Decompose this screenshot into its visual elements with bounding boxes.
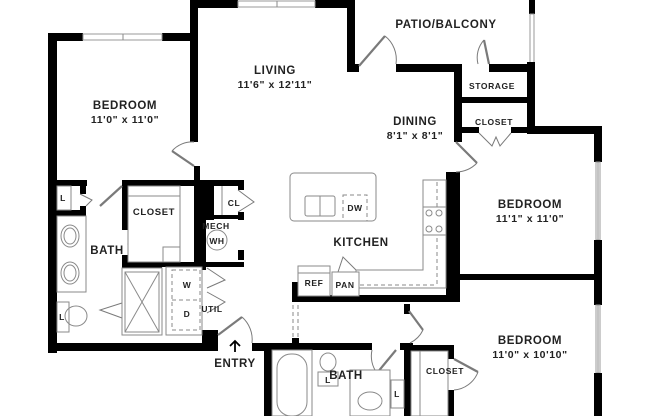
linen-3-label: L [325,375,331,385]
refrigerator-label: REF [305,278,324,288]
living-size: 11'6" x 12'11" [238,79,313,91]
util-label: UTIL [201,304,222,314]
dishwasher-label: DW [347,203,363,213]
bath-1-label: BATH [90,245,124,257]
dryer-label: D [184,309,191,319]
bedroom-2-label: BEDROOM [498,199,562,211]
storage-label: STORAGE [469,81,515,91]
walls [48,0,602,416]
water-heater-label: WH [209,236,224,246]
entry-arrow-icon [229,339,241,352]
pantry-label: PAN [335,280,354,290]
kitchen-label: KITCHEN [333,237,388,249]
bedroom-1-label: BEDROOM [93,100,157,112]
living-label: LIVING [254,65,296,77]
patio-label: PATIO/BALCONY [395,19,496,31]
bedroom-1-size: 11'0" x 11'0" [91,114,159,126]
bath-2-label: BATH [329,370,363,382]
cl-label: CL [228,198,241,208]
linen-4-label: L [394,389,400,399]
closet-bed1-label: CLOSET [133,207,175,218]
closet-storage-label: CLOSET [475,117,513,127]
bedroom-2-size: 11'1" x 11'0" [496,213,564,225]
dining-size: 8'1" x 8'1" [387,130,444,142]
mech-label: MECH [202,221,229,231]
doors [79,35,512,391]
linen-1-label: L [60,193,66,203]
room-labels: BEDROOM 11'0" x 11'0" LIVING 11'6" x 12'… [59,19,567,399]
fixtures [56,172,449,416]
linen-2-label: L [59,312,65,322]
entry-label: ENTRY [214,358,256,370]
bedroom-3-label: BEDROOM [498,335,562,347]
washer-label: W [183,280,192,290]
windows [82,0,599,373]
bedroom-3-size: 11'0" x 10'10" [492,349,567,361]
dining-label: DINING [393,116,437,128]
closet-bed3-label: CLOSET [426,366,464,376]
